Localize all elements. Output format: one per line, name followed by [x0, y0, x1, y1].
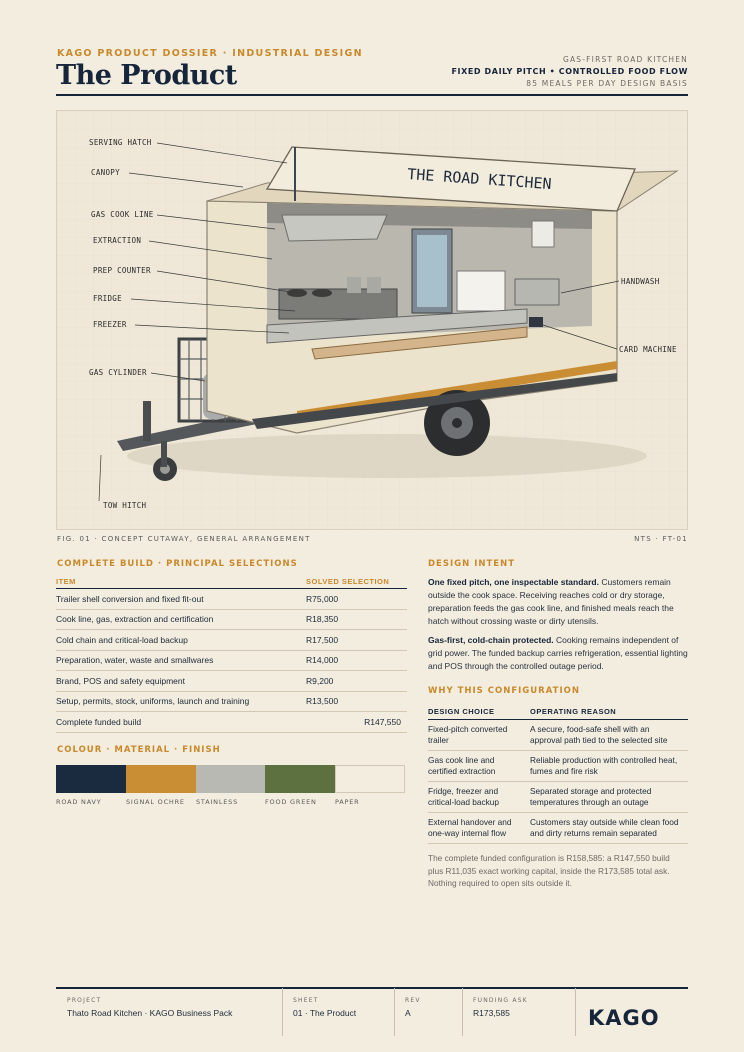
- swatch-label: FOOD GREEN: [265, 798, 317, 806]
- table-row: Fridge, freezer and critical-load backup…: [428, 781, 688, 813]
- footer-divider: [575, 988, 576, 1036]
- footer-rev-label: REV: [405, 997, 421, 1004]
- table-row: Trailer shell conversion and fixed fit-o…: [56, 588, 407, 610]
- table-row: External handover and one-way internal f…: [428, 812, 688, 844]
- intent-body-1: Customers remain outside the cook space.…: [428, 577, 674, 626]
- footer-sheet-label: SHEET: [293, 997, 319, 1004]
- why-reason: A secure, food-safe shell with an approv…: [530, 719, 688, 751]
- build-item: Setup, permits, stock, uniforms, launch …: [56, 691, 306, 712]
- why-reason: Separated storage and protected temperat…: [530, 781, 688, 813]
- swatch-label: ROAD NAVY: [56, 798, 102, 806]
- build-item: Trailer shell conversion and fixed fit-o…: [56, 588, 306, 610]
- swatch-signal-ochre: [126, 765, 196, 793]
- figure-code: NTS · FT-01: [634, 535, 688, 543]
- intent-body-2: Cooking remains independent of grid powe…: [428, 635, 688, 671]
- intent-paragraph-2: Gas-first, cold-chain protected. Cooking…: [428, 634, 688, 673]
- intent-lead-1: One fixed pitch, one inspectable standar…: [428, 577, 599, 587]
- header-subtitle-3: 85 MEALS PER DAY DESIGN BASIS: [526, 79, 688, 88]
- callout-card-machine: CARD MACHINE: [619, 345, 677, 354]
- footer-rev-value: A: [405, 1008, 411, 1018]
- kago-logo: KAGO: [588, 1006, 660, 1030]
- build-value: R75,000: [306, 588, 407, 610]
- callout-fridge: FRIDGE: [93, 294, 122, 303]
- build-value: R13,500: [306, 691, 407, 712]
- table-row: Cook line, gas, extraction and certifica…: [56, 609, 407, 630]
- footer-divider: [462, 988, 463, 1036]
- swatch-paper: [335, 765, 405, 793]
- why-choice: Gas cook line and certified extraction: [428, 750, 530, 782]
- footer-divider: [282, 988, 283, 1036]
- swatch-stainless: [196, 765, 266, 793]
- build-value: R17,500: [306, 629, 407, 651]
- why-col-choice: DESIGN CHOICE: [428, 704, 530, 720]
- why-choice: External handover and one-way internal f…: [428, 812, 530, 844]
- callout-gas-cylinder: GAS CYLINDER: [89, 368, 147, 377]
- header-rule: [56, 94, 688, 96]
- intent-heading: DESIGN INTENT: [428, 559, 515, 569]
- footer-sheet-value: 01 · The Product: [293, 1008, 357, 1018]
- build-heading: COMPLETE BUILD · PRINCIPAL SELECTIONS: [57, 559, 298, 569]
- trailer-illustration: THE ROAD KITCHEN: [57, 111, 687, 529]
- footer-ask-label: FUNDING ASK: [473, 997, 528, 1004]
- table-row: Preparation, water, waste and smallwares…: [56, 650, 407, 671]
- callout-prep-counter: PREP COUNTER: [93, 266, 151, 275]
- build-col-selection: SOLVED SELECTION: [306, 575, 407, 589]
- swatch-label: PAPER: [335, 798, 360, 806]
- callout-extraction: EXTRACTION: [93, 236, 142, 245]
- swatch-food-green: [265, 765, 335, 793]
- footer-rule: [56, 987, 688, 989]
- swatch-road-navy: [56, 765, 126, 793]
- swatch-label: STAINLESS: [196, 798, 238, 806]
- build-value: R9,200: [306, 670, 407, 692]
- header-subtitle-2: FIXED DAILY PITCH • CONTROLLED FOOD FLOW: [451, 67, 688, 76]
- why-choice: Fridge, freezer and critical-load backup: [428, 781, 530, 813]
- why-reason: Customers stay outside while clean food …: [530, 812, 688, 844]
- intent-lead-2: Gas-first, cold-chain protected.: [428, 635, 554, 645]
- footer-ask-value: R173,585: [473, 1008, 510, 1018]
- why-col-reason: OPERATING REASON: [530, 704, 688, 720]
- swatch-row: ROAD NAVY SIGNAL OCHRE STAINLESS FOOD GR…: [56, 765, 407, 810]
- why-table: DESIGN CHOICE OPERATING REASON Fixed-pit…: [428, 704, 688, 844]
- footer-divider: [394, 988, 395, 1036]
- callout-handwash: HANDWASH: [621, 277, 660, 286]
- figure-caption: FIG. 01 · CONCEPT CUTAWAY, GENERAL ARRAN…: [57, 535, 311, 543]
- build-value: R14,000: [306, 650, 407, 671]
- build-total-label: Complete funded build: [56, 711, 306, 733]
- callout-canopy: CANOPY: [91, 168, 120, 177]
- document-kicker: KAGO PRODUCT DOSSIER · INDUSTRIAL DESIGN: [57, 48, 363, 59]
- intent-paragraph-1: One fixed pitch, one inspectable standar…: [428, 576, 688, 628]
- footer-project-value: Thato Road Kitchen · KAGO Business Pack: [67, 1008, 233, 1018]
- build-value: R18,350: [306, 609, 407, 630]
- build-table: ITEM SOLVED SELECTION Trailer shell conv…: [56, 575, 407, 733]
- build-total-value: R147,550: [306, 711, 407, 733]
- callout-tow-hitch: TOW HITCH: [103, 501, 147, 510]
- build-item: Cook line, gas, extraction and certifica…: [56, 609, 306, 630]
- build-item: Brand, POS and safety equipment: [56, 670, 306, 692]
- concept-figure: THE ROAD KITCHEN SERVING HATCH CANOPY GA…: [56, 110, 688, 530]
- why-reason: Reliable production with controlled heat…: [530, 750, 688, 782]
- finish-heading: COLOUR · MATERIAL · FINISH: [57, 745, 221, 755]
- build-item: Cold chain and critical-load backup: [56, 629, 306, 651]
- callout-serving-hatch: SERVING HATCH: [89, 138, 152, 147]
- configuration-note: The complete funded configuration is R15…: [428, 853, 670, 888]
- footer-project-label: PROJECT: [67, 997, 102, 1004]
- page-title: The Product: [56, 60, 237, 91]
- why-heading: WHY THIS CONFIGURATION: [428, 686, 580, 696]
- why-choice: Fixed-pitch converted trailer: [428, 719, 530, 751]
- build-col-item: ITEM: [56, 575, 306, 589]
- table-row: Setup, permits, stock, uniforms, launch …: [56, 691, 407, 712]
- build-item: Preparation, water, waste and smallwares: [56, 650, 306, 671]
- header-subtitle-1: GAS-FIRST ROAD KITCHEN: [562, 55, 688, 64]
- callout-gas-cook-line: GAS COOK LINE: [91, 210, 154, 219]
- callout-freezer: FREEZER: [93, 320, 127, 329]
- swatch-label: SIGNAL OCHRE: [126, 798, 185, 806]
